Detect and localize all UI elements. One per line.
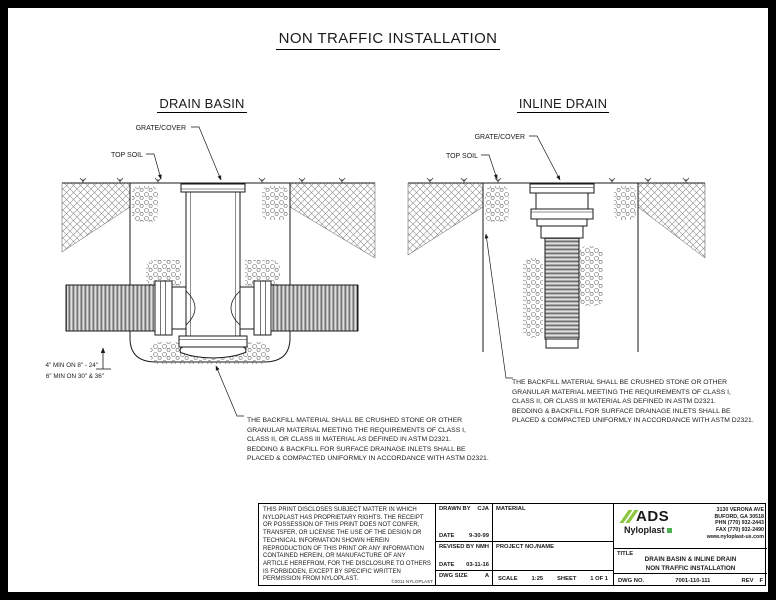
gravel-pocket bbox=[485, 186, 509, 222]
project-label: PROJECT NO./NAME bbox=[496, 544, 554, 550]
gravel-pocket bbox=[146, 260, 190, 286]
material-label: MATERIAL bbox=[496, 506, 526, 512]
grate-leader bbox=[191, 126, 222, 181]
ads-nyloplast-logo: ADS Nyloplast bbox=[614, 504, 672, 548]
sheet-title: NON TRAFFIC INSTALLATION bbox=[8, 30, 768, 50]
ads-wordmark: ADS bbox=[636, 507, 670, 525]
dwg-size-label: DWG SIZE bbox=[439, 573, 468, 579]
text-line: GRANULAR MATERIAL MEETING THE REQUIREMEN… bbox=[247, 426, 466, 434]
project-cell: MATERIAL PROJECT NO./NAME SCALE 1:25 SHE… bbox=[493, 504, 614, 585]
text-line: BEDDING & BACKFILL FOR SURFACE DRAINAGE … bbox=[512, 407, 731, 415]
dim-text-2: 6" MIN ON 30" & 36" bbox=[46, 373, 104, 380]
topsoil-leader bbox=[481, 154, 498, 180]
date-value: 03-11-16 bbox=[466, 562, 489, 568]
gravel-pocket bbox=[262, 186, 288, 220]
sheet-value: 1 OF 1 bbox=[590, 576, 608, 582]
text-line: FAX (770) 932-2490 bbox=[716, 527, 764, 534]
inline-drain-drawing: GRATE/COVER TOP SOIL bbox=[407, 134, 706, 379]
sheet-label: SHEET bbox=[557, 576, 577, 582]
inline-drain-assembly bbox=[529, 183, 595, 349]
nyloplast-wordmark: Nyloplast bbox=[624, 525, 665, 535]
excavation-walls bbox=[482, 183, 639, 352]
right-pipe bbox=[239, 280, 359, 336]
scale-value: 1:25 bbox=[531, 576, 544, 582]
text-line: BEDDING & BACKFILL FOR SURFACE DRAINAGE … bbox=[247, 445, 466, 453]
gravel-pocket bbox=[579, 246, 603, 306]
date-label: DATE bbox=[439, 533, 455, 539]
inline-drain-note: THE BACKFILL MATERIAL SHALL BE CRUSHED S… bbox=[512, 378, 754, 426]
note-leader bbox=[215, 365, 244, 417]
text-line: PLACED & COMPACTED UNIFORMLY IN ACCORDAN… bbox=[247, 455, 489, 463]
bedding-dimension bbox=[96, 347, 111, 370]
grate-cover-label: GRATE/COVER bbox=[475, 134, 525, 141]
revised-by-value: NMH bbox=[475, 544, 489, 550]
dwg-no-label: DWG NO. bbox=[618, 577, 645, 584]
text-line: GRANULAR MATERIAL MEETING THE REQUIREMEN… bbox=[512, 388, 731, 396]
top-soil-label: TOP SOIL bbox=[111, 152, 143, 159]
nyloplast-square-icon bbox=[666, 527, 672, 533]
gravel-pocket bbox=[236, 260, 280, 286]
title-block: THIS PRINT DISCLOSES SUBJECT MATTER IN W… bbox=[258, 503, 767, 586]
text-line: CLASS II, OR CLASS III MATERIAL AS DEFIN… bbox=[512, 398, 716, 406]
drain-basin-title: DRAIN BASIN bbox=[157, 96, 247, 113]
drawn-by-label: DRAWN BY bbox=[439, 506, 471, 512]
top-soil-label: TOP SOIL bbox=[446, 153, 478, 160]
text-line: CLASS II, OR CLASS III MATERIAL AS DEFIN… bbox=[247, 436, 451, 444]
text-line: THE BACKFILL MATERIAL SHALL BE CRUSHED S… bbox=[512, 379, 728, 386]
drawing-title-line2: NON TRAFFIC INSTALLATION bbox=[645, 564, 736, 572]
disclaimer-cell: THIS PRINT DISCLOSES SUBJECT MATTER IN W… bbox=[259, 504, 436, 585]
topsoil-leader bbox=[146, 153, 162, 180]
text-line: BUFORD, GA 30518 bbox=[714, 513, 764, 520]
date-label: DATE bbox=[439, 562, 455, 568]
drawing-canvas: GRATE/COVER TOP SOIL 4" MIN ON 8" - 24" … bbox=[45, 125, 706, 417]
gravel-pocket bbox=[132, 186, 158, 222]
text-line: PLACED & COMPACTED UNIFORMLY IN ACCORDAN… bbox=[512, 417, 754, 425]
dwg-size-value: A bbox=[484, 573, 489, 579]
left-pipe bbox=[65, 280, 187, 336]
drawn-by-value: CJA bbox=[477, 506, 489, 512]
text-line: PHN (770) 932-2443 bbox=[715, 520, 764, 527]
disclaimer-text: THIS PRINT DISCLOSES SUBJECT MATTER IN W… bbox=[263, 507, 431, 583]
date-value: 9-30-99 bbox=[469, 533, 489, 539]
text-line: 3130 VERONA AVE bbox=[716, 507, 765, 513]
scale-label: SCALE bbox=[498, 576, 518, 582]
dwg-no-value: 7001-110-111 bbox=[675, 577, 711, 584]
drain-basin-drawing: GRATE/COVER TOP SOIL 4" MIN ON 8" - 24" … bbox=[45, 125, 376, 417]
grate-cover-label: GRATE/COVER bbox=[136, 125, 186, 132]
basin-riser bbox=[178, 183, 248, 359]
text-line: www.nyloplast-us.com bbox=[706, 533, 764, 540]
copyright-text: ©2011 NYLOPLAST bbox=[391, 579, 433, 584]
inline-drain-title: INLINE DRAIN bbox=[516, 96, 610, 113]
gravel-pocket bbox=[523, 258, 543, 338]
note-leader bbox=[484, 233, 513, 379]
revised-by-label: REVISED BY bbox=[439, 544, 475, 550]
title-label: TITLE bbox=[617, 551, 634, 557]
drain-basin-note: THE BACKFILL MATERIAL SHALL BE CRUSHED S… bbox=[247, 416, 489, 464]
dim-text-1: 4" MIN ON 8" - 24" bbox=[45, 362, 98, 369]
rev-value: F bbox=[759, 577, 763, 584]
rev-label: REV bbox=[741, 577, 754, 584]
text-line: THE BACKFILL MATERIAL SHALL BE CRUSHED S… bbox=[247, 417, 463, 424]
grate-leader bbox=[529, 135, 561, 181]
drawing-title-line1: DRAIN BASIN & INLINE DRAIN bbox=[644, 556, 737, 563]
gravel-pocket bbox=[614, 186, 636, 220]
